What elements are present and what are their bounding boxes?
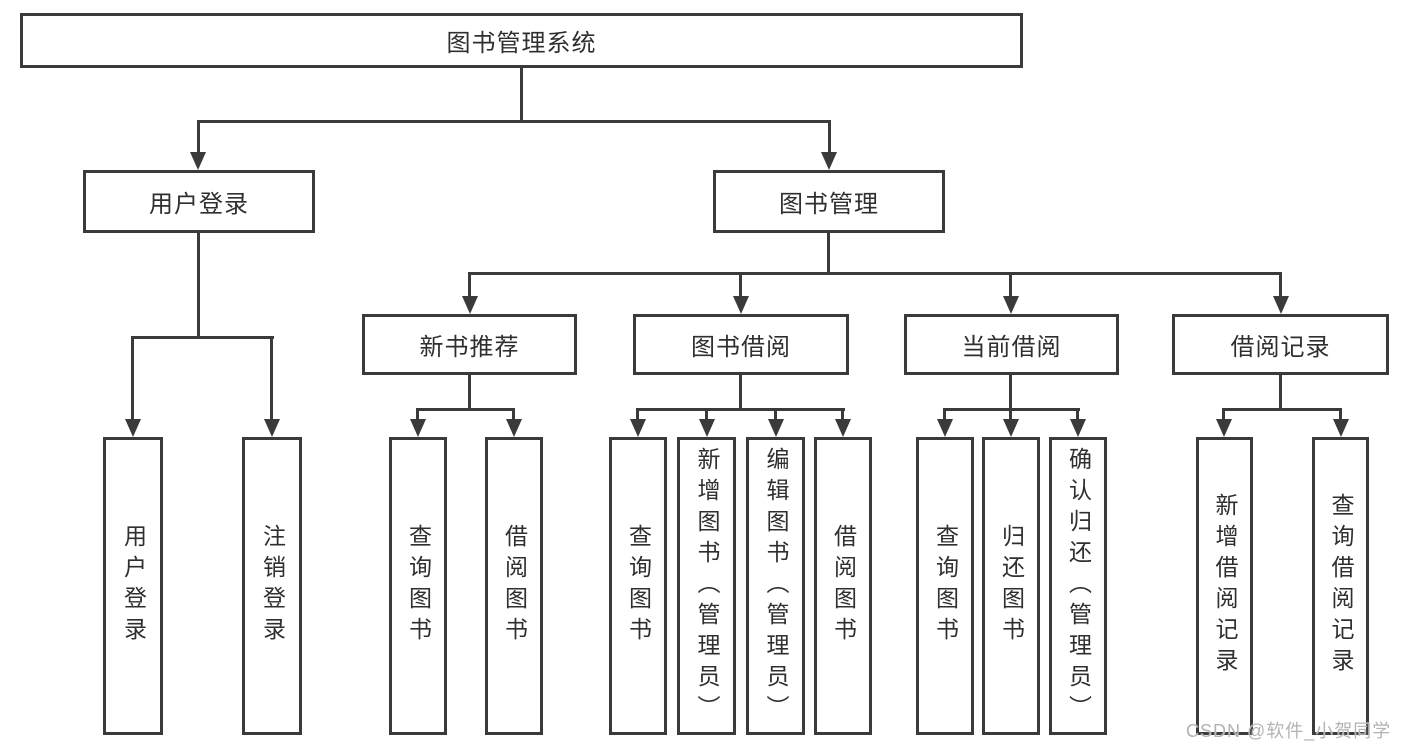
leaf-query-books-current: 查询图书 [916, 437, 974, 735]
leaf-confirm-return-admin-label: 确认归还（管理员） [1065, 446, 1092, 726]
leaf-query-borrow-record: 查询借阅记录 [1312, 437, 1369, 735]
node-borrowing-records-label: 借阅记录 [1230, 334, 1331, 361]
connector-borrowing-records-crossbar [1222, 408, 1342, 411]
arrowhead-query-books-recommend [410, 419, 426, 437]
node-book-borrowing-label: 图书借阅 [691, 334, 791, 361]
leaf-add-books-admin-label: 新增图书（管理员） [694, 446, 720, 726]
node-book-management-label: 图书管理 [779, 191, 879, 218]
connector-stub-add-books-admin [705, 408, 708, 421]
leaf-add-borrow-record-label: 新增借阅记录 [1212, 493, 1238, 679]
leaf-return-books-label: 归还图书 [998, 524, 1025, 648]
node-borrowing-records: 借阅记录 [1172, 314, 1389, 375]
arrowhead-edit-books-admin [768, 419, 784, 437]
connector-stub-query-books-recommend [416, 408, 419, 421]
node-book-management: 图书管理 [713, 170, 945, 233]
connector-stub-return-books [1009, 408, 1012, 421]
leaf-user-login: 用户登录 [103, 437, 163, 735]
node-user-login-label: 用户登录 [149, 191, 249, 218]
node-user-login: 用户登录 [83, 170, 315, 233]
connector-stub-query-books-borrow [636, 408, 639, 421]
connector-book-management-trunk [827, 233, 830, 275]
leaf-query-books-borrow-label: 查询图书 [625, 524, 652, 648]
arrowhead-new-book-recommend [462, 296, 478, 314]
leaf-borrow-books: 借阅图书 [814, 437, 872, 735]
connector-stub-leaf-logout [270, 336, 273, 419]
connector-stub-query-books-current [943, 408, 946, 421]
watermark: CSDN @软件_小贺同学 [1186, 721, 1392, 741]
connector-stub-edit-books-admin [774, 408, 777, 421]
node-new-book-recommend-label: 新书推荐 [419, 334, 520, 361]
arrowhead-add-borrow-record [1216, 419, 1232, 437]
connector-book-borrowing-crossbar [636, 408, 845, 411]
leaf-query-books-recommend: 查询图书 [389, 437, 447, 735]
arrowhead-borrow-books [835, 419, 851, 437]
arrowhead-query-books-borrow [630, 419, 646, 437]
connector-root-crossbar [197, 120, 831, 123]
connector-user-login-crossbar [131, 336, 274, 339]
arrowhead-current-borrowing [1003, 296, 1019, 314]
connector-borrowing-records-trunk [1279, 372, 1282, 411]
connector-stub-confirm-return-admin [1076, 408, 1079, 421]
connector-book-management-crossbar [468, 272, 1282, 275]
arrowhead-confirm-return-admin [1070, 419, 1086, 437]
node-current-borrowing: 当前借阅 [904, 314, 1119, 375]
leaf-query-books-borrow: 查询图书 [609, 437, 667, 735]
connector-stub-borrow-books-recommend [512, 408, 515, 421]
leaf-edit-books-admin: 编辑图书（管理员） [746, 437, 805, 735]
connector-new-book-recommend-crossbar [416, 408, 515, 411]
connector-stub-user-login [197, 120, 200, 153]
connector-stub-current-borrowing [1009, 272, 1012, 298]
connector-new-book-recommend-trunk [468, 372, 471, 411]
connector-stub-borrow-books [841, 408, 844, 421]
connector-stub-book-management [828, 120, 831, 153]
leaf-edit-books-admin-label: 编辑图书（管理员） [763, 446, 789, 726]
leaf-logout-label: 注销登录 [259, 524, 286, 648]
leaf-add-books-admin: 新增图书（管理员） [677, 437, 736, 735]
arrowhead-borrow-books-recommend [506, 419, 522, 437]
arrowhead-query-borrow-record [1333, 419, 1349, 437]
leaf-query-books-recommend-label: 查询图书 [405, 524, 432, 648]
arrowhead-user-login [190, 152, 206, 170]
node-new-book-recommend: 新书推荐 [362, 314, 577, 375]
leaf-return-books: 归还图书 [982, 437, 1040, 735]
arrowhead-return-books [1003, 419, 1019, 437]
leaf-query-books-current-label: 查询图书 [932, 524, 959, 648]
node-current-borrowing-label: 当前借阅 [961, 334, 1062, 361]
arrowhead-add-books-admin [699, 419, 715, 437]
leaf-borrow-books-recommend-label: 借阅图书 [501, 524, 528, 648]
connector-stub-add-borrow-record [1222, 408, 1225, 421]
leaf-logout: 注销登录 [242, 437, 302, 735]
connector-book-borrowing-trunk [739, 372, 742, 411]
node-book-borrowing: 图书借阅 [633, 314, 849, 375]
connector-stub-new-book-recommend [468, 272, 471, 298]
leaf-borrow-books-recommend: 借阅图书 [485, 437, 543, 735]
leaf-query-borrow-record-label: 查询借阅记录 [1328, 493, 1354, 679]
leaf-borrow-books-label: 借阅图书 [830, 524, 857, 648]
connector-stub-book-borrowing [739, 272, 742, 298]
connector-stub-leaf-user-login [131, 336, 134, 419]
connector-user-login-trunk [197, 233, 200, 339]
leaf-user-login-label: 用户登录 [120, 524, 147, 648]
arrowhead-book-borrowing [733, 296, 749, 314]
arrowhead-book-management [821, 152, 837, 170]
connector-current-borrowing-trunk [1009, 372, 1012, 411]
connector-root-trunk [520, 68, 523, 120]
connector-stub-query-borrow-record [1339, 408, 1342, 421]
node-root: 图书管理系统 [20, 13, 1023, 68]
arrowhead-leaf-user-login [125, 419, 141, 437]
connector-stub-borrowing-records [1279, 272, 1282, 298]
leaf-confirm-return-admin: 确认归还（管理员） [1049, 437, 1107, 735]
arrowhead-query-books-current [937, 419, 953, 437]
arrowhead-leaf-logout [264, 419, 280, 437]
node-root-label: 图书管理系统 [446, 30, 597, 57]
leaf-add-borrow-record: 新增借阅记录 [1196, 437, 1253, 735]
arrowhead-borrowing-records [1273, 296, 1289, 314]
